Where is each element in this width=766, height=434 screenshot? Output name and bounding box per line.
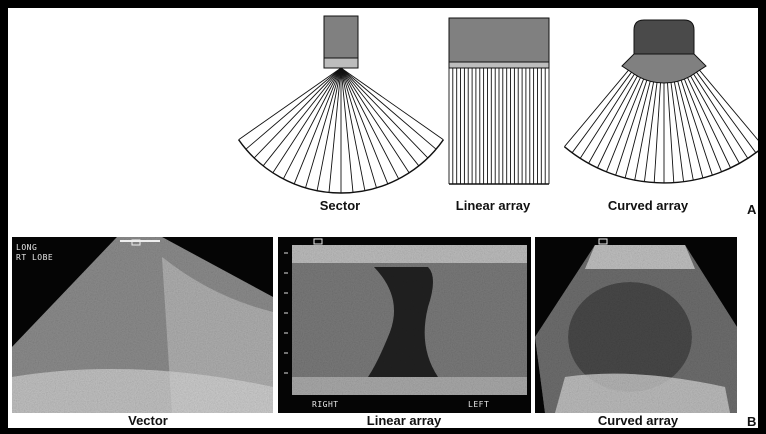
- caption-sector: Sector: [290, 198, 390, 213]
- curved-near-field: [585, 245, 695, 269]
- curved-beam-line: [684, 79, 721, 172]
- curved-beam-line: [681, 80, 712, 175]
- linear-probe-body: [449, 18, 549, 62]
- sector-beam-line: [263, 68, 341, 166]
- scan-texture: [12, 237, 273, 413]
- sector-beam-line: [341, 68, 388, 184]
- scan-image-linear: RIGHT LEFT: [278, 237, 531, 413]
- sector-beam-line: [246, 68, 341, 149]
- linear-probe-tip: [449, 62, 549, 68]
- scan-image-vector: LONG RT LOBE: [12, 237, 273, 413]
- sector-beam-line: [341, 68, 443, 140]
- sector-probe-tip: [324, 58, 358, 68]
- scan-overlay-rt-lobe: RT LOBE: [16, 253, 53, 263]
- panel-letter-a: A: [747, 202, 756, 217]
- sector-beam-line: [341, 68, 436, 149]
- curved-marker: [599, 239, 607, 244]
- caption-curved-array-image: Curved array: [578, 413, 698, 428]
- figure-frame: Sector Linear array Curved array A LONG …: [8, 8, 758, 428]
- sector-beam-line: [341, 68, 419, 166]
- curved-beam-line: [694, 74, 748, 158]
- panel-letter-b: B: [747, 414, 756, 428]
- curved-beam-line: [606, 79, 643, 172]
- scan-texture: [278, 237, 531, 413]
- curved-beam-line: [699, 70, 758, 147]
- caption-linear-array-image: Linear array: [344, 413, 464, 428]
- scan-overlay-right: RIGHT: [312, 400, 339, 410]
- sector-beam-line: [239, 68, 341, 140]
- caption-vector: Vector: [98, 413, 198, 428]
- caption-curved-array: Curved array: [583, 198, 713, 213]
- curved-probe-body: [634, 20, 694, 54]
- scan-texture: [535, 237, 737, 413]
- curved-beam-line: [597, 78, 640, 168]
- linear-skin-layer: [292, 245, 527, 263]
- scan-image-curved: [535, 237, 737, 413]
- caption-linear-array: Linear array: [428, 198, 558, 213]
- scan-overlay-left: LEFT: [468, 400, 489, 410]
- scan-overlay-long: LONG: [16, 243, 37, 253]
- curved-probe-face: [622, 54, 706, 83]
- sector-beam-line: [294, 68, 341, 184]
- curved-beam-line: [616, 80, 647, 175]
- linear-marker: [314, 239, 322, 244]
- curved-beam-line: [580, 74, 634, 158]
- curved-beam-line: [688, 78, 731, 168]
- sector-probe-body: [324, 16, 358, 58]
- linear-deep-layer: [292, 377, 527, 395]
